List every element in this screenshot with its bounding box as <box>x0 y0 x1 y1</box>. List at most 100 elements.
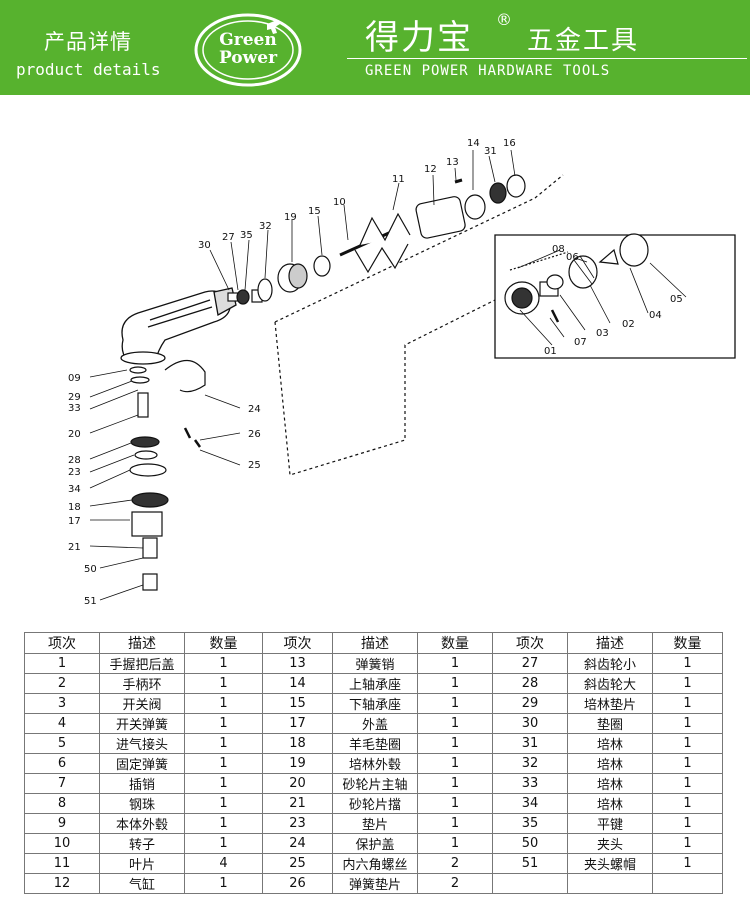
table-cell: 1 <box>652 713 723 734</box>
svg-text:29: 29 <box>68 392 81 403</box>
col-header: 数量 <box>184 632 263 654</box>
col-header: 数量 <box>652 632 723 654</box>
svg-text:07: 07 <box>574 337 587 348</box>
svg-text:21: 21 <box>68 542 81 553</box>
table-cell: 固定弹簧 <box>99 753 185 774</box>
table-cell: 34 <box>492 793 568 814</box>
table-cell: 2 <box>417 853 493 874</box>
table-cell: 28 <box>492 673 568 694</box>
col-header: 描述 <box>332 632 418 654</box>
dash-line-upper <box>274 174 564 323</box>
svg-text:34: 34 <box>68 484 81 495</box>
logo-ellipse-icon <box>194 13 302 87</box>
svg-text:13: 13 <box>446 157 459 168</box>
svg-text:02: 02 <box>622 319 635 330</box>
svg-text:10: 10 <box>333 197 346 208</box>
brand-divider <box>347 58 747 59</box>
table-cell: 转子 <box>99 833 185 854</box>
svg-text:01: 01 <box>544 346 557 357</box>
svg-text:16: 16 <box>503 138 516 149</box>
table-cell: 1 <box>652 753 723 774</box>
table-cell: 插销 <box>99 773 185 794</box>
table-cell: 7 <box>24 773 100 794</box>
table-cell: 5 <box>24 733 100 754</box>
table-cell: 进气接头 <box>99 733 185 754</box>
svg-text:50: 50 <box>84 564 97 575</box>
table-cell: 开关阀 <box>99 693 185 714</box>
table-cell: 1 <box>184 873 263 894</box>
svg-text:06: 06 <box>566 252 579 263</box>
svg-text:14: 14 <box>467 138 480 149</box>
svg-text:11: 11 <box>392 174 405 185</box>
table-cell: 30 <box>492 713 568 734</box>
svg-text:25: 25 <box>248 460 261 471</box>
svg-text:33: 33 <box>68 403 81 414</box>
svg-text:08: 08 <box>552 244 565 255</box>
col-header: 描述 <box>99 632 185 654</box>
table-cell: 20 <box>262 773 333 794</box>
table-cell: 11 <box>24 853 100 874</box>
table-cell: 2 <box>417 873 493 894</box>
table-cell: 19 <box>262 753 333 774</box>
table-cell: 15 <box>262 693 333 714</box>
table-cell: 1 <box>417 793 493 814</box>
table-cell: 外盖 <box>332 713 418 734</box>
table-cell: 1 <box>184 733 263 754</box>
leader-lines <box>89 149 687 601</box>
table-cell: 8 <box>24 793 100 814</box>
table-cell: 保护盖 <box>332 833 418 854</box>
logo-line2: Power <box>218 48 278 68</box>
table-cell: 1 <box>417 813 493 834</box>
table-cell: 32 <box>492 753 568 774</box>
table-cell: 夹头 <box>567 833 653 854</box>
brand-logo: Green Power <box>193 12 303 88</box>
table-cell <box>567 873 653 894</box>
title-en: product details <box>16 60 161 79</box>
table-cell: 25 <box>262 853 333 874</box>
table-cell: 1 <box>417 733 493 754</box>
table-cell: 上轴承座 <box>332 673 418 694</box>
brand-name-en: GREEN POWER HARDWARE TOOLS <box>365 63 611 79</box>
table-cell: 斜齿轮小 <box>567 653 653 674</box>
svg-text:30: 30 <box>198 240 211 251</box>
brand-subtitle-cn: 五金工具 <box>527 26 640 56</box>
table-cell: 1 <box>417 673 493 694</box>
table-cell: 26 <box>262 873 333 894</box>
table-cell: 27 <box>492 653 568 674</box>
table-cell: 叶片 <box>99 853 185 874</box>
table-header-row: 项次 描述 数量 项次 描述 数量 项次 描述 数量 <box>24 632 723 654</box>
inset-box <box>494 234 736 359</box>
dash-line-lower <box>274 299 496 476</box>
table-cell: 31 <box>492 733 568 754</box>
table-cell: 内六角螺丝 <box>332 853 418 874</box>
header-banner: 产品详情 product details Green Power 得力宝 ® 五… <box>0 0 750 95</box>
table-cell: 平键 <box>567 813 653 834</box>
table-cell: 17 <box>262 713 333 734</box>
table-cell: 培林 <box>567 733 653 754</box>
tool-body <box>120 287 237 365</box>
table-cell: 24 <box>262 833 333 854</box>
upper-small-parts <box>227 174 526 305</box>
table-cell: 下轴承座 <box>332 693 418 714</box>
table-cell: 1 <box>652 773 723 794</box>
table-cell: 35 <box>492 813 568 834</box>
col-header: 数量 <box>417 632 493 654</box>
svg-text:26: 26 <box>248 429 261 440</box>
table-cell: 砂轮片主轴 <box>332 773 418 794</box>
table-cell: 1 <box>652 693 723 714</box>
table-cell: 21 <box>262 793 333 814</box>
table-cell: 50 <box>492 833 568 854</box>
table-cell: 1 <box>652 733 723 754</box>
table-cell: 弹簧销 <box>332 653 418 674</box>
table-cell: 33 <box>492 773 568 794</box>
table-cell: 手柄环 <box>99 673 185 694</box>
